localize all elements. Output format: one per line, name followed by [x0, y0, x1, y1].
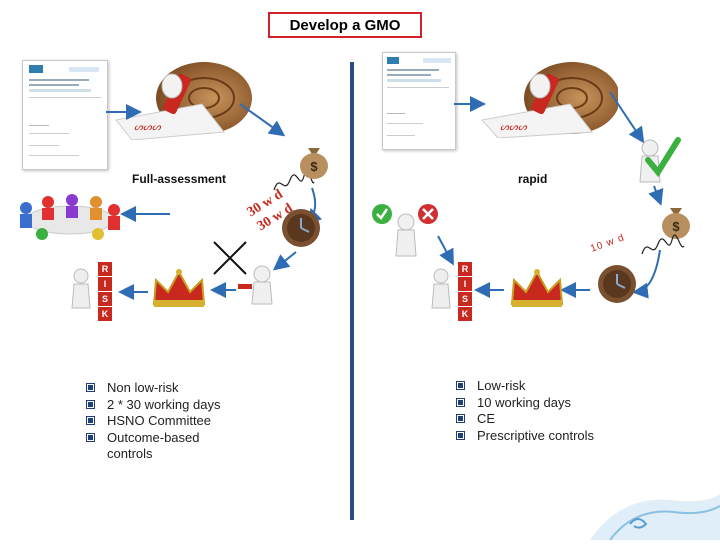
clock-icon	[596, 262, 638, 308]
svg-text:$: $	[310, 159, 318, 174]
bullet-item: Prescriptive controls	[456, 428, 656, 445]
risk-cube-i: I	[98, 277, 112, 291]
money-bag-icon: $	[658, 200, 694, 240]
document-icon	[29, 65, 101, 156]
risk-blocks-icon: R I S K	[98, 262, 112, 321]
team-meeting-icon	[12, 190, 124, 244]
risk-cube-i: I	[458, 277, 472, 291]
risk-person-icon	[426, 268, 456, 312]
flow-arrows-right	[437, 91, 664, 299]
bullet-item: Low-risk	[456, 378, 656, 395]
money-bag-icon: $	[296, 140, 332, 180]
person-checkmark-icon	[630, 136, 682, 186]
wave-decoration-icon	[590, 486, 720, 541]
bullet-item: Non low-risk	[86, 380, 256, 397]
crown-icon	[150, 266, 208, 310]
risk-cube-k: K	[458, 307, 472, 321]
bullet-item: HSNO Committee	[86, 413, 256, 430]
risk-cube-k: K	[98, 307, 112, 321]
risk-cube-s: S	[458, 292, 472, 306]
bullet-item: Outcome-based controls	[86, 430, 217, 463]
person-thinking-icon	[232, 264, 278, 314]
person-thinking-icon	[370, 200, 442, 258]
signing-hand-icon: ᔕᔕᔕ	[478, 58, 620, 139]
risk-cube-s: S	[98, 292, 112, 306]
bullet-item: 2 * 30 working days	[86, 397, 256, 414]
application-document-left	[22, 60, 108, 170]
cross-mark-icon	[210, 238, 250, 278]
rapid-label: rapid	[518, 172, 548, 186]
svg-text:ᔕᔕᔕ: ᔕᔕᔕ	[500, 122, 528, 133]
bullet-item: 10 working days	[456, 395, 656, 412]
crown-icon	[508, 266, 566, 310]
svg-text:ᔕᔕᔕ: ᔕᔕᔕ	[134, 122, 162, 133]
risk-cube-r: R	[458, 262, 472, 276]
application-document-right	[382, 52, 456, 150]
full-assessment-bullets: Non low-risk 2 * 30 working days HSNO Co…	[86, 380, 256, 463]
risk-person-icon	[66, 268, 96, 312]
risk-cube-r: R	[98, 262, 112, 276]
document-icon	[387, 57, 451, 136]
clock-icon	[280, 206, 322, 252]
risk-blocks-icon: R I S K	[458, 262, 472, 321]
full-assessment-label: Full-assessment	[132, 172, 227, 186]
signing-hand-icon: ᔕᔕᔕ	[112, 60, 252, 141]
rapid-bullets: Low-risk 10 working days CE Prescriptive…	[456, 378, 656, 444]
signature-icon	[640, 232, 686, 262]
page-title: Develop a GMO	[268, 12, 422, 38]
bullet-item: CE	[456, 411, 656, 428]
center-divider	[350, 62, 354, 520]
svg-text:$: $	[672, 219, 680, 234]
